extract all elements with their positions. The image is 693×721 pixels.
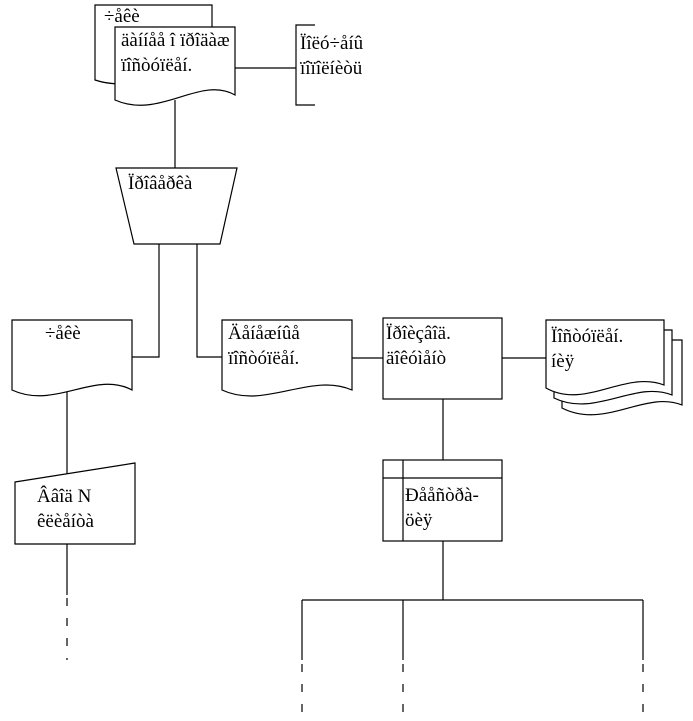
connector-check-to-cash	[196, 244, 222, 358]
checks-doc-left-label: ÷åêè	[45, 323, 81, 344]
process-sales-label-2: äîêóìåíò	[386, 348, 447, 369]
sale-data-doc-label-1: äàííåå î ïðîäàæ	[121, 30, 230, 51]
manual-input-label-1: Ââîä N	[37, 486, 92, 507]
register-label-1: Ðååñòðà-	[405, 485, 479, 506]
manual-input-label-2: êëèåíòà	[37, 511, 94, 532]
cash-doc-label-2: ïîñòóïëåí.	[228, 348, 300, 369]
deposit-doc-label-1: Ïîñòóïëåí.	[551, 326, 624, 347]
deposit-doc-front-shape	[545, 319, 665, 396]
annotation-bracket	[295, 24, 315, 106]
register-label-2: öèÿ	[405, 510, 433, 531]
deposit-doc-label-2: íèÿ	[551, 351, 575, 372]
manual-input-shape	[14, 462, 136, 545]
check-process-shape	[115, 167, 238, 245]
process-sales-shape	[382, 317, 503, 400]
checks-doc-shape	[11, 319, 133, 397]
sale-data-doc-label-2: ïîñòóïëåí.	[121, 55, 193, 76]
sale-data-document-shape	[114, 26, 236, 106]
process-sales-label-1: Ïðîèçâîä.	[386, 323, 451, 344]
cash-doc-label-1: Äåíåæíûå	[228, 323, 300, 344]
annotation-label-1: Ïîëó÷åíû	[300, 33, 364, 54]
check-process-label: Ïðîâåðêà	[128, 173, 193, 194]
connector-check-to-checks	[132, 244, 160, 358]
cash-doc-shape	[221, 319, 353, 397]
checks-doc-label: ÷åêè	[104, 6, 140, 27]
annotation-label-2: ïîïîëíèòü	[300, 58, 363, 79]
